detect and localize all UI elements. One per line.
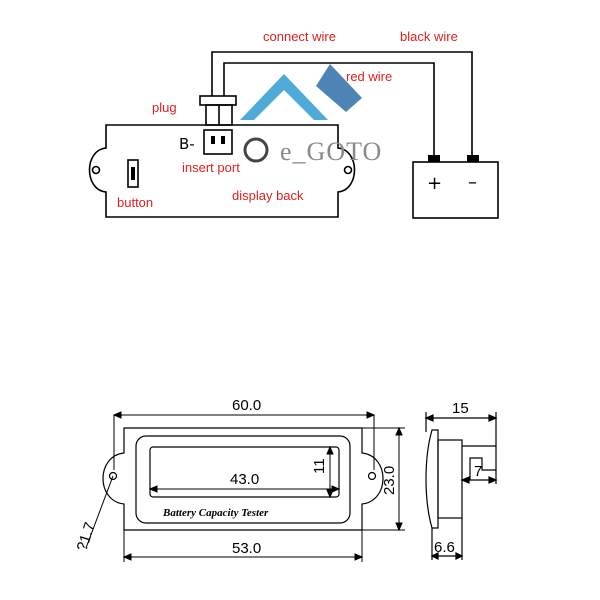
mount-hole-right <box>343 165 353 175</box>
display-back-outline <box>88 124 356 218</box>
watermark: e_GOTO <box>240 64 382 166</box>
plug-shape <box>199 95 237 106</box>
b-minus-label: B- <box>179 135 195 153</box>
connect-wire-label: connect wire <box>263 29 336 44</box>
connect-wire <box>211 51 473 155</box>
plug-label: plug <box>152 100 177 115</box>
dim-depth: 15 <box>452 400 469 417</box>
side-view <box>424 412 498 560</box>
dim-total-height: 23.0 <box>381 466 398 495</box>
dim-base: 6.6 <box>434 539 455 556</box>
red-wire-line <box>223 62 435 155</box>
dim-tab: 7 <box>474 463 482 480</box>
lcd-window <box>149 446 340 498</box>
display-back-label: display back <box>232 188 304 203</box>
watermark-text: e_GOTO <box>280 137 382 166</box>
dimension-lines <box>85 411 405 562</box>
dim-hole: ?1.7 <box>74 520 99 553</box>
watermark-logo <box>240 74 328 120</box>
dimension-labels: 60.0 43.0 11 Battery Capacity Tester 53.… <box>74 397 483 557</box>
side-bezel <box>425 429 439 529</box>
insert-port-label: insert port <box>182 160 240 175</box>
insert-port-shape <box>203 129 233 155</box>
dim-overall-width: 60.0 <box>232 397 261 414</box>
front-hole-left <box>108 471 118 481</box>
front-hole-right <box>367 471 377 481</box>
front-inner-frame <box>135 435 351 524</box>
product-title: Battery Capacity Tester <box>162 507 269 519</box>
dim-body-width: 53.0 <box>232 540 261 557</box>
wiring-diagram <box>88 51 499 219</box>
black-wire-label: black wire <box>400 29 458 44</box>
battery-body <box>412 161 499 219</box>
wiring-labels: connect wire black wire red wire plug B-… <box>117 29 477 210</box>
dim-window-height: 11 <box>311 458 328 474</box>
side-body <box>437 439 463 519</box>
battery-positive-label: + <box>427 173 442 194</box>
button-label: button <box>117 195 153 210</box>
battery-negative-label: – <box>468 172 477 193</box>
button-shape <box>127 159 139 188</box>
side-connector <box>462 445 497 481</box>
mount-hole-left <box>91 165 101 175</box>
red-wire-label: red wire <box>346 69 392 84</box>
dim-window-width: 43.0 <box>230 471 259 488</box>
